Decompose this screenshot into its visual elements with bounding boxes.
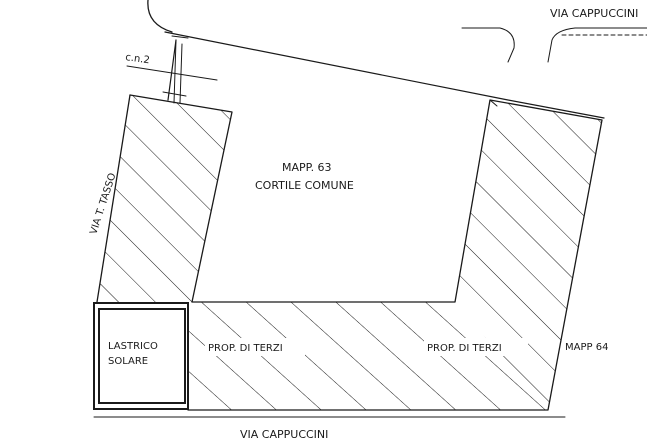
cn2-gate: [162, 35, 189, 104]
hatched-area-bottom: [188, 302, 548, 410]
corner-tick: [489, 99, 498, 107]
lastrico-solare-box-outer: [93, 302, 189, 410]
hatched-area-right: [455, 100, 602, 410]
prop-right-label: PROP. DI TERZI: [427, 343, 502, 354]
lastrico-solare-box-inner: [98, 308, 186, 404]
cortile-comune-label: CORTILE COMUNE: [255, 179, 354, 192]
courtyard-top-boundary: [164, 31, 605, 119]
street-top-edge-b: [547, 27, 647, 63]
street-top-label: VIA CAPPUCCINI: [550, 7, 638, 20]
outline-left-edge: [96, 94, 131, 303]
building-outline: [129, 94, 603, 411]
prop-left-label: PROP. DI TERZI: [208, 343, 283, 354]
hatched-area-left: [97, 95, 232, 302]
label-bg-prop-right: [424, 338, 528, 356]
street-corner-curve: [147, 0, 173, 33]
solare-label: SOLARE: [108, 356, 148, 367]
label-bg-prop-left: [205, 338, 305, 356]
lastrico-label: LASTRICO: [108, 341, 158, 352]
cn2-label: c.n.2: [125, 52, 151, 66]
street-top-edge-a: [461, 27, 515, 63]
courtyard-left-boundary: [167, 39, 177, 101]
mapp64-label: MAPP 64: [565, 342, 608, 353]
cn2-leader: [126, 65, 218, 81]
street-bottom-label: VIA CAPPUCCINI: [240, 428, 328, 441]
mapp63-label: MAPP. 63: [282, 161, 332, 174]
